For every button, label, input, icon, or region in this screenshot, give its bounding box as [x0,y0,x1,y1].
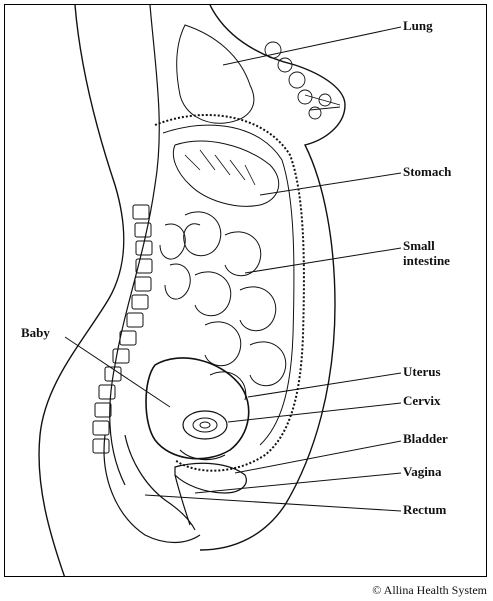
label-rectum: Rectum [403,502,447,517]
spine-contour [109,5,160,486]
label-baby: Baby [21,325,50,340]
stomach-shape [172,140,280,207]
pregnancy-anatomy-illustration [38,5,402,576]
label-small-intestine-line1: Small [403,238,435,253]
label-small-intestine-line2: intestine [403,253,450,268]
body-outline-back [38,5,125,576]
breast-glands [264,41,341,120]
label-stomach: Stomach [403,164,452,179]
rectum-shape [124,434,196,531]
buttock-outline [103,434,201,544]
copyright-notice: © Allina Health System [372,583,487,597]
label-vagina: Vagina [403,464,442,479]
diagram-frame: Lung Stomach Small intestine Baby Uterus… [4,4,487,577]
label-uterus: Uterus [403,364,441,379]
vagina-shape [174,474,191,526]
leader-lines [64,26,402,512]
bladder-shape [174,462,247,494]
body-outline-front [199,5,346,551]
stomach-folds [184,149,256,186]
label-bladder: Bladder [403,431,448,446]
cervix-shape [179,449,226,461]
abdominal-wall-inner [162,124,295,446]
uterus-shape [145,357,250,460]
baby-head [182,410,228,440]
small-intestine-loops [159,211,287,401]
vertebrae [92,204,153,454]
label-lung: Lung [403,18,433,33]
lung-shape [176,24,255,124]
label-cervix: Cervix [403,393,441,408]
